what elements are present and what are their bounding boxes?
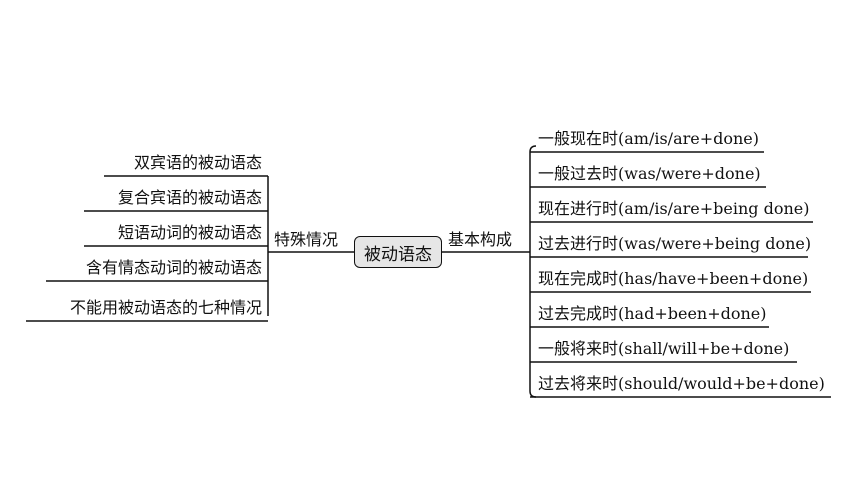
right-item-8: 过去将来时(should/would+be+done) — [538, 374, 825, 393]
right-item-6: 过去完成时(had+been+done) — [538, 304, 767, 323]
left-item-1: 双宾语的被动语态 — [133, 153, 262, 172]
left-item-2: 复合宾语的被动语态 — [117, 188, 262, 207]
right-item-4: 过去进行时(was/were+being done) — [538, 234, 812, 253]
center-label: 被动语态 — [364, 244, 432, 265]
right-item-7: 一般将来时(shall/will+be+done) — [538, 339, 790, 358]
right-item-1: 一般现在时(am/is/are+done) — [538, 129, 760, 148]
right-item-3: 现在进行时(am/is/are+being done) — [538, 199, 810, 218]
left-branch-label: 特殊情况 — [274, 230, 339, 249]
left-item-5: 不能用被动语态的七种情况 — [69, 298, 262, 317]
right-item-2: 一般过去时(was/were+done) — [538, 164, 761, 183]
right-bracket — [529, 145, 537, 398]
center-node: 被动语态 — [354, 236, 442, 268]
left-item-3: 短语动词的被动语态 — [117, 223, 262, 242]
right-branch-label: 基本构成 — [448, 230, 513, 249]
left-item-4: 含有情态动词的被动语态 — [85, 258, 262, 277]
right-item-5: 现在完成时(has/have+been+done) — [538, 269, 809, 288]
